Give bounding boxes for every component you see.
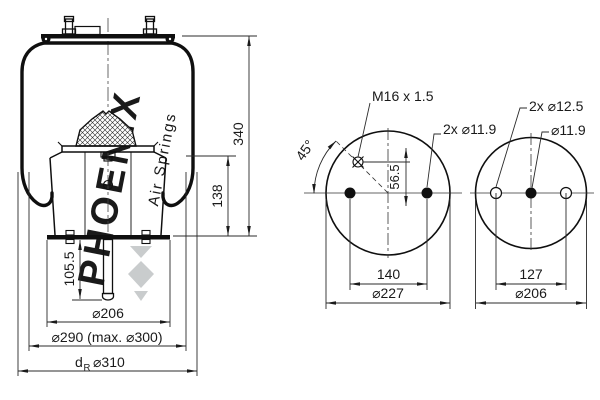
dim-plate-outer-label: ⌀227 [372,285,404,301]
dim-total-height-label: 340 [230,122,246,146]
side-view [20,15,195,301]
dim-hole-spacing-label: 127 [519,266,543,282]
bump-stop [75,110,137,147]
leader-outer-holes [495,107,527,188]
dim-rim-diameter-label: d R ⌀310 [75,354,125,374]
stud-step-block [74,25,101,36]
top-view-piston-arrowheads [476,282,586,305]
piston-rod [101,238,115,301]
dim-piston-outer-label: ⌀206 [515,285,547,301]
dim-rim-prefix: d [75,354,83,370]
label-thread: M16 x 1.5 [372,88,434,104]
base-plate-bolts [65,229,151,245]
angle-45-reference-line [335,140,389,194]
label-outer-holes: 2x ⌀12.5 [529,98,584,114]
top-view-plate [304,128,462,258]
air-fitting-m16 [352,156,364,168]
base-plate [47,235,170,240]
leader-studs [426,133,441,188]
piston-center-bolt-nut [103,156,113,162]
label-studs: 2x ⌀11.9 [443,121,497,137]
dim-piston-height-label: 138 [209,184,225,208]
top-view-plate-leaders [357,102,441,188]
center-hole [525,187,537,199]
dim-piston-diameter-label: ⌀206 [92,305,124,321]
dim-fitting-offset-label: 56.5 [387,164,402,189]
side-view-arrowheads [18,36,251,373]
stud-left-hole [344,187,356,199]
bellows-outline [20,41,195,208]
dim-bellows-diameter-label: ⌀290 (max. ⌀300) [51,329,162,345]
dim-rod-length-label: 105.5 [61,251,77,286]
leader-center-hole [531,131,549,189]
top-view-piston-dimensions [475,193,587,309]
top-view-piston-leaders [495,107,549,189]
watermark-logo-icon [128,246,154,301]
side-view-dim-labels: 340 138 105.5 ⌀206 ⌀290 (max. ⌀300) d R … [51,122,246,373]
dim-stud-spacing-label: 140 [377,266,401,282]
top-view-piston [470,133,594,253]
mounting-stud-right [142,15,158,35]
top-plate [41,34,175,39]
piston [49,141,167,236]
leader-m16 [357,102,371,158]
dim-rim-value: ⌀310 [93,354,125,370]
plate-bead-right-dot [168,37,172,41]
label-center-hole: ⌀11.9 [551,122,586,138]
plate-bead-left-dot [44,37,48,41]
stud-right-hole [421,187,433,199]
top-view-piston-labels: 2x ⌀12.5 ⌀11.9 127 ⌀206 [515,98,586,301]
side-view-dimensions [17,35,257,376]
dim-rim-subscript: R [84,363,91,374]
top-view-plate-arrowheads [312,141,450,305]
